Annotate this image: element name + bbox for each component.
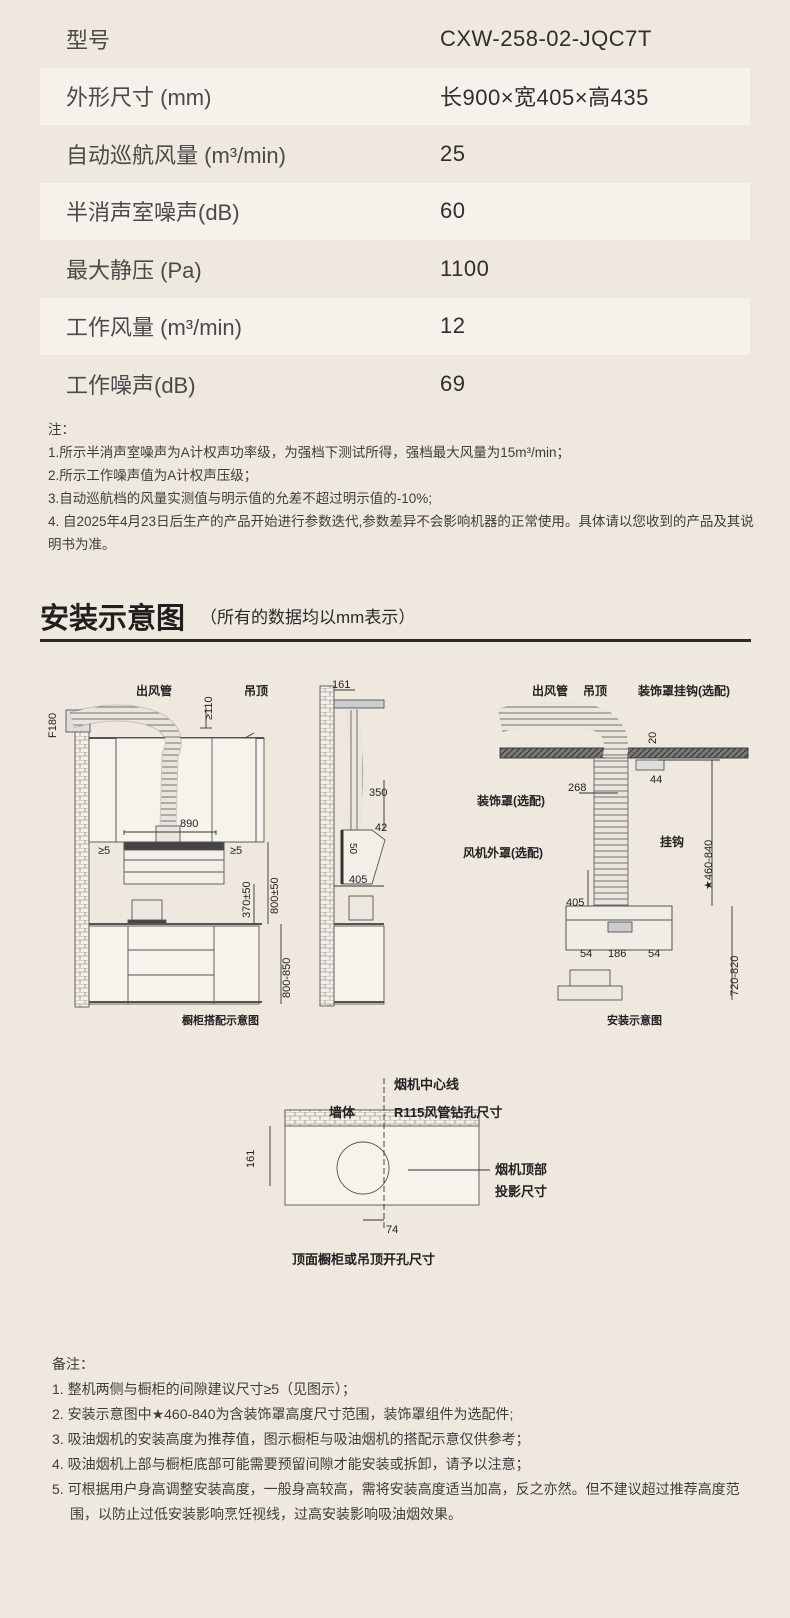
dim-install-54a: 54	[580, 948, 592, 960]
top-projection-label-2: 投影尺寸	[495, 1184, 547, 1199]
notes-title: 备注：	[52, 1356, 94, 1372]
dim-install-720-820: 720-820	[729, 956, 741, 996]
spec-value: 69	[440, 370, 466, 396]
install-notes: 备注： 1. 整机两侧与橱柜的间隙建议尺寸≥5（见图示）； 2. 安装示意图中★…	[52, 1352, 762, 1527]
dim-top-74: 74	[386, 1224, 398, 1236]
install-caption: 安装示意图	[607, 1013, 662, 1027]
dim-gap-left: ≥5	[98, 845, 110, 857]
note-item: 4. 自2025年4月23日后生产的产品开始进行参数迭代,参数差异不会影响机器的…	[48, 514, 754, 552]
top-caption: 顶面橱柜或吊顶开孔尺寸	[292, 1252, 435, 1267]
spec-value: 25	[440, 140, 466, 166]
dim-install-460-840: ★460-840	[703, 840, 715, 890]
spec-row-static-pressure: 最大静压 (Pa) 1100	[40, 240, 750, 298]
install-duct-label: 出风管	[532, 683, 568, 698]
top-wall-label: 墙体	[329, 1105, 356, 1120]
spec-notes: 注： 1.所示半消声室噪声为A计权声功率级，为强档下测试所得，强档最大风量为15…	[48, 418, 758, 556]
spec-value: 1100	[440, 255, 490, 281]
cabinet-duct-label: 出风管	[136, 683, 172, 698]
note-item: 2.所示工作噪声值为A计权声压级；	[48, 468, 258, 483]
dim-side-50: 50	[347, 843, 358, 855]
cabinet-caption: 橱柜搭配示意图	[182, 1013, 259, 1027]
spec-label: 最大静压 (Pa)	[66, 257, 202, 283]
section-title: 安装示意图	[40, 603, 186, 635]
note-item: 3.自动巡航档的风量实测值与明示值的允差不超过明示值的-10%;	[48, 491, 433, 506]
dim-install-268: 268	[568, 782, 586, 794]
spec-value: 长900×宽405×高435	[440, 85, 649, 111]
install-diagram	[497, 702, 749, 1001]
spec-row-cruise-airflow: 自动巡航风量 (m³/min) 25	[40, 125, 750, 183]
top-view-diagram	[269, 1078, 490, 1228]
note-item: 2. 安装示意图中★460-840为含装饰罩高度尺寸范围，装饰罩组件为选配件;	[52, 1406, 514, 1422]
spec-value: 60	[440, 198, 466, 224]
dim-side-161: 161	[332, 680, 350, 691]
cabinet-diagram	[65, 704, 282, 1008]
note-item: 3. 吸油烟机的安装高度为推荐值，图示橱柜与吸油烟机的搭配示意仅供参考；	[52, 1431, 530, 1447]
install-cover-label: 装饰罩(选配)	[476, 793, 545, 808]
dim-side-42: 42	[375, 822, 387, 834]
note-item: 4. 吸油烟机上部与橱柜底部可能需要预留间隙才能安装或拆卸，请予以注意；	[52, 1456, 530, 1472]
side-view-diagram	[319, 685, 386, 1007]
spec-label: 工作风量 (m³/min)	[66, 315, 242, 341]
spec-label: 外形尺寸 (mm)	[66, 85, 212, 111]
dim-install-186: 186	[608, 948, 626, 960]
install-labels: 出风管 吊顶 装饰罩挂钩(选配) 装饰罩(选配) 风机外罩(选配) 挂钩 20 …	[463, 683, 741, 1027]
dim-gap-right: ≥5	[230, 845, 242, 857]
spec-label: 型号	[66, 27, 111, 53]
note-item: 1.所示半消声室噪声为A计权声功率级，为强档下测试所得，强档最大风量为15m³/…	[48, 445, 571, 460]
spec-value: 12	[440, 313, 466, 339]
install-hanger-label: 挂钩	[660, 834, 684, 849]
top-projection-label-1: 烟机顶部	[495, 1162, 547, 1177]
spec-label: 半消声室噪声(dB)	[66, 200, 240, 226]
install-hook-label: 装饰罩挂钩(选配)	[637, 683, 730, 698]
install-ceiling-label: 吊顶	[583, 684, 607, 698]
dim-800: 800±50	[269, 877, 281, 914]
dim-f180: F180	[47, 713, 59, 738]
spec-value: CXW-258-02-JQC7T	[440, 25, 652, 51]
dim-top-161: 161	[245, 1150, 257, 1168]
top-center-label: 烟机中心线	[394, 1077, 459, 1092]
dim-800-850: 800-850	[281, 958, 293, 998]
dim-side-350: 350	[369, 787, 387, 799]
dim-install-20: 20	[647, 732, 659, 744]
cabinet-ceiling-label: 吊顶	[244, 684, 268, 698]
section-subtitle: （所有的数据均以mm表示）	[200, 608, 416, 627]
install-fan-cover-label: 风机外罩(选配)	[463, 845, 543, 860]
top-hole-label: R115风管钻孔尺寸	[394, 1105, 502, 1120]
dim-install-54b: 54	[648, 948, 660, 960]
dim-370: 370±50	[241, 881, 253, 918]
dim-install-405: 405	[566, 897, 584, 909]
notes-title: 注：	[48, 422, 75, 437]
spec-row-dimensions: 外形尺寸 (mm) 长900×宽405×高435	[40, 67, 750, 125]
cabinet-labels: 出风管 吊顶 F180 ≥110 890 ≥5 ≥5 370±50 800±50…	[47, 683, 293, 1027]
spec-row-work-airflow: 工作风量 (m³/min) 12	[40, 297, 750, 355]
note-item: 1. 整机两侧与橱柜的间隙建议尺寸≥5（见图示）；	[52, 1381, 357, 1397]
dim-side-405: 405	[349, 874, 367, 886]
wall	[74, 716, 90, 1008]
spec-label: 工作噪声(dB)	[66, 372, 196, 398]
spec-row-anechoic-noise: 半消声室噪声(dB) 60	[40, 182, 750, 240]
dim-install-44: 44	[650, 774, 662, 786]
note-item: 5. 可根据用户身高调整安装高度，一般身高较高，需将安装高度适当加高，反之亦然。…	[52, 1481, 740, 1522]
dim-110: ≥110	[203, 696, 215, 720]
top-view-labels: 烟机中心线 墙体 R115风管钻孔尺寸 烟机顶部 投影尺寸 161 74 顶面橱…	[245, 1077, 547, 1267]
spec-label: 自动巡航风量 (m³/min)	[66, 142, 286, 168]
installation-diagram: 出风管 吊顶 F180 ≥110 890 ≥5 ≥5 370±50 800±50…	[47, 680, 749, 1267]
side-view-labels: 161 350 42 50 405	[332, 680, 387, 886]
spec-table: 型号 CXW-258-02-JQC7T 外形尺寸 (mm) 长900×宽405×…	[40, 10, 750, 413]
spec-row-model: 型号 CXW-258-02-JQC7T	[40, 10, 750, 68]
dim-890: 890	[180, 818, 198, 830]
section-divider	[40, 639, 751, 642]
spec-row-work-noise: 工作噪声(dB) 69	[40, 355, 750, 413]
